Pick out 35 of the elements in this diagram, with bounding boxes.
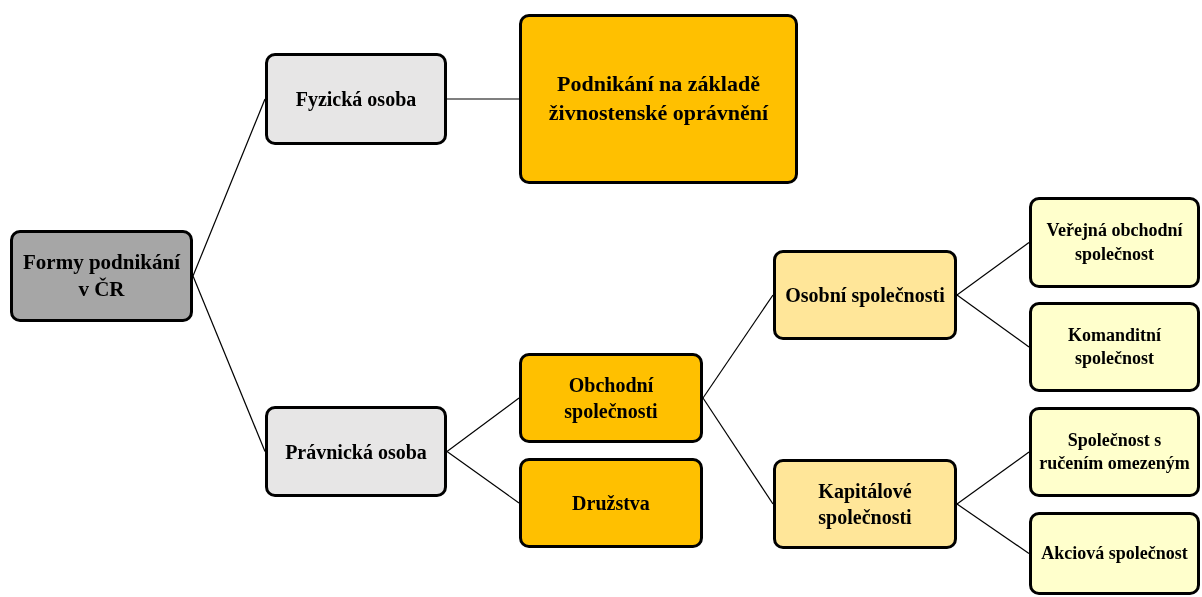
- node-label: Kapitálové společnosti: [817, 479, 913, 530]
- connector-line: [956, 241, 1030, 296]
- connector-line: [956, 503, 1030, 555]
- org-box: [773, 459, 957, 549]
- connector-line: [192, 275, 266, 453]
- connector-line: [702, 397, 774, 505]
- result-box: [519, 14, 798, 184]
- category-box: [265, 53, 447, 145]
- node-label: Akciová společnost: [1041, 541, 1188, 565]
- org-box: [519, 353, 703, 443]
- connector-line: [446, 450, 520, 504]
- node-label: Veřejná obchodní společnost: [1045, 219, 1184, 266]
- node-label: Společnost s ručením omezeným: [1038, 428, 1191, 475]
- org-box: [1029, 407, 1200, 497]
- connector-line: [702, 294, 774, 399]
- node-label: Právnická osoba: [285, 439, 427, 465]
- node-label: Osobní společnosti: [785, 283, 945, 308]
- org-box: [773, 250, 957, 340]
- connector-line: [446, 397, 520, 453]
- node-label: Obchodní společnosti: [563, 373, 659, 424]
- connector-line: [446, 98, 520, 100]
- connector-line: [956, 451, 1030, 505]
- node-label: Komanditní společnost: [1067, 323, 1162, 370]
- root-box: [10, 230, 193, 322]
- org-box: [1029, 512, 1200, 595]
- node-label: Formy podnikání v ČR: [22, 248, 182, 303]
- org-box: [1029, 302, 1200, 392]
- connector-line: [192, 98, 266, 277]
- node-label: Podnikání na základě živnostenské oprávnění: [547, 70, 770, 127]
- org-box: [1029, 197, 1200, 288]
- connector-line: [956, 294, 1030, 348]
- org-box: [519, 458, 703, 548]
- node-label: Družstva: [572, 491, 650, 516]
- node-label: Fyzická osoba: [295, 87, 417, 112]
- category-box: [265, 406, 447, 497]
